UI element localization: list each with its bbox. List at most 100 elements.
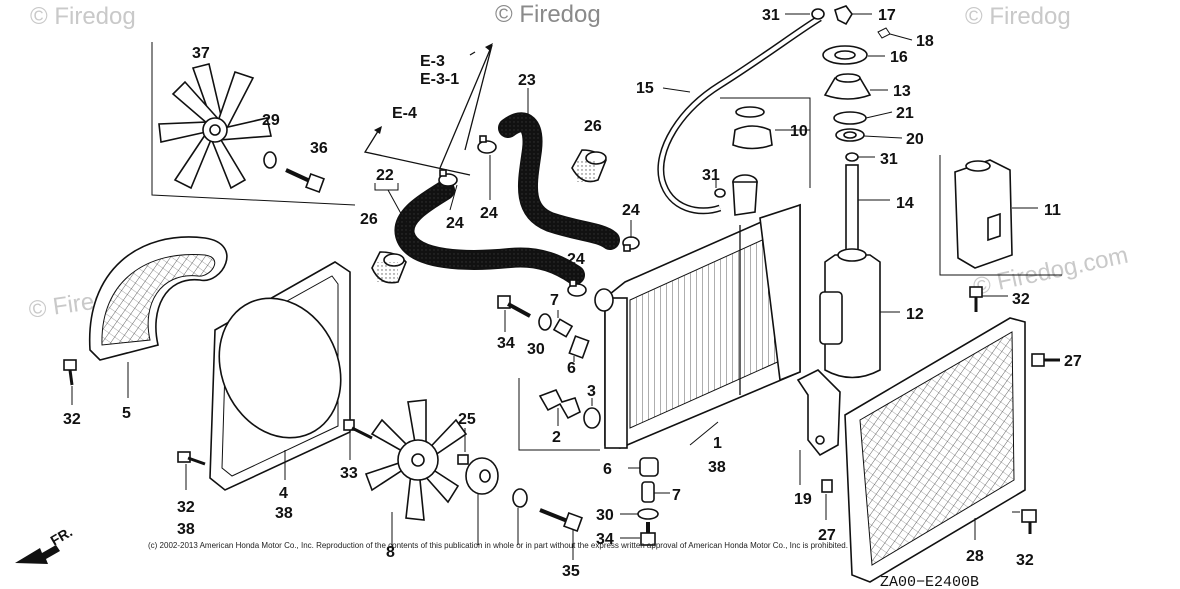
callout-label: 18: [916, 33, 934, 50]
callout-label: 5: [122, 405, 131, 422]
callout-label: 32: [1012, 291, 1030, 308]
callout-label: 8: [386, 544, 395, 561]
callout-label: 24: [622, 202, 640, 219]
callout-label: 37: [192, 45, 210, 62]
callout-label: 24: [480, 205, 498, 222]
bolt-32: [177, 451, 206, 466]
bolt: [539, 508, 583, 560]
callout-label: 30: [527, 341, 545, 358]
callout-label: 25: [458, 411, 476, 428]
sleeve-26: [371, 251, 407, 284]
callout-label: 34: [497, 335, 515, 352]
hose-22: [374, 180, 585, 285]
bolt-33: [343, 419, 373, 440]
fan-assembly-group: [151, 42, 356, 206]
callout-label: 4: [279, 485, 288, 502]
callout-label: 1: [713, 435, 722, 452]
callout-label: 31: [762, 7, 780, 24]
band-31: [785, 8, 825, 20]
callout-label: 33: [340, 465, 358, 482]
cushion-6: [568, 335, 590, 362]
bracket-19: [796, 369, 841, 485]
callout-label: 13: [893, 83, 911, 100]
radiator-1: [594, 174, 801, 449]
bolt-32: [969, 286, 1008, 312]
washer-30: [538, 313, 552, 331]
front-direction-indicator: FR.: [15, 523, 75, 564]
radiator-cap-10: [720, 97, 811, 188]
clamp-24: [438, 169, 458, 187]
shroud-5: [88, 236, 228, 398]
callout-label: 24: [567, 251, 585, 268]
callout-label: 19: [794, 491, 812, 508]
callout-label: 35: [562, 563, 580, 580]
callout-label: 32: [177, 499, 195, 516]
overflow-tank-11: [939, 155, 1062, 276]
watermark: © Firedog: [495, 1, 601, 28]
collar-7: [552, 310, 574, 338]
callout-label: 26: [360, 211, 378, 228]
callout-label: 29: [262, 112, 280, 129]
callout-label: 7: [550, 292, 559, 309]
screen-28: [844, 317, 1026, 583]
clamp-24: [477, 135, 497, 154]
callout-label: 38: [177, 521, 195, 538]
callout-label: 32: [63, 411, 81, 428]
fan-8: [364, 399, 468, 548]
callout-label: 28: [966, 548, 984, 565]
packing-16: [822, 45, 885, 65]
callout-label: 17: [878, 7, 896, 24]
callout-label: 2: [552, 429, 561, 446]
bolt-27: [821, 479, 833, 520]
clamp-24: [622, 236, 640, 252]
pin-25: [457, 428, 469, 465]
bolt-34: [497, 295, 531, 332]
tank-cap-13: [823, 73, 888, 100]
reference-label: E-3-1: [420, 71, 459, 88]
pipe-14: [845, 164, 890, 261]
packing-3: [583, 398, 601, 429]
bolt-32: [63, 359, 77, 386]
callout-label: 20: [906, 131, 924, 148]
pulley-hub: [465, 457, 499, 545]
callout-label: 31: [702, 167, 720, 184]
callout-label: 12: [906, 306, 924, 323]
callout-label: 6: [567, 360, 576, 377]
callout-label: 27: [818, 527, 836, 544]
front-label: FR.: [48, 523, 76, 548]
callout-label: 16: [890, 49, 908, 66]
callout-label: 32: [1016, 552, 1034, 569]
callout-label: 7: [672, 487, 681, 504]
washer-20: [835, 128, 903, 142]
callout-label: 15: [636, 80, 654, 97]
hose-23: [498, 88, 620, 250]
washer-30: [620, 508, 659, 520]
callout-label: 38: [708, 459, 726, 476]
callout-label: 3: [587, 383, 596, 400]
callout-label: 23: [518, 72, 536, 89]
callout-label: 10: [790, 123, 808, 140]
bolt-34: [620, 522, 656, 546]
bolt-27: [1031, 353, 1060, 367]
reference-label: E-3: [420, 53, 445, 70]
callout-label: 36: [310, 140, 328, 157]
reference-label: E-4: [392, 105, 417, 122]
callout-label: 30: [596, 507, 614, 524]
callout-label: 38: [275, 505, 293, 522]
hose-clip-17: [834, 5, 872, 26]
band-31: [845, 152, 875, 162]
fan-37: [158, 63, 272, 190]
band-31: [714, 180, 726, 198]
reference-arrows: [363, 43, 493, 176]
callout-label: 22: [376, 167, 394, 184]
sleeve-26: [571, 149, 607, 183]
callout-label: 34: [596, 531, 614, 548]
drain-plug-2: [538, 388, 581, 426]
shroud-4: [209, 261, 351, 491]
collar-7: [641, 481, 670, 503]
watermark: © Firedog: [30, 3, 136, 30]
diagram-code: ZA00−E2400B: [880, 574, 979, 589]
reservoir-12: [819, 248, 900, 379]
callout-label: 21: [896, 105, 914, 122]
